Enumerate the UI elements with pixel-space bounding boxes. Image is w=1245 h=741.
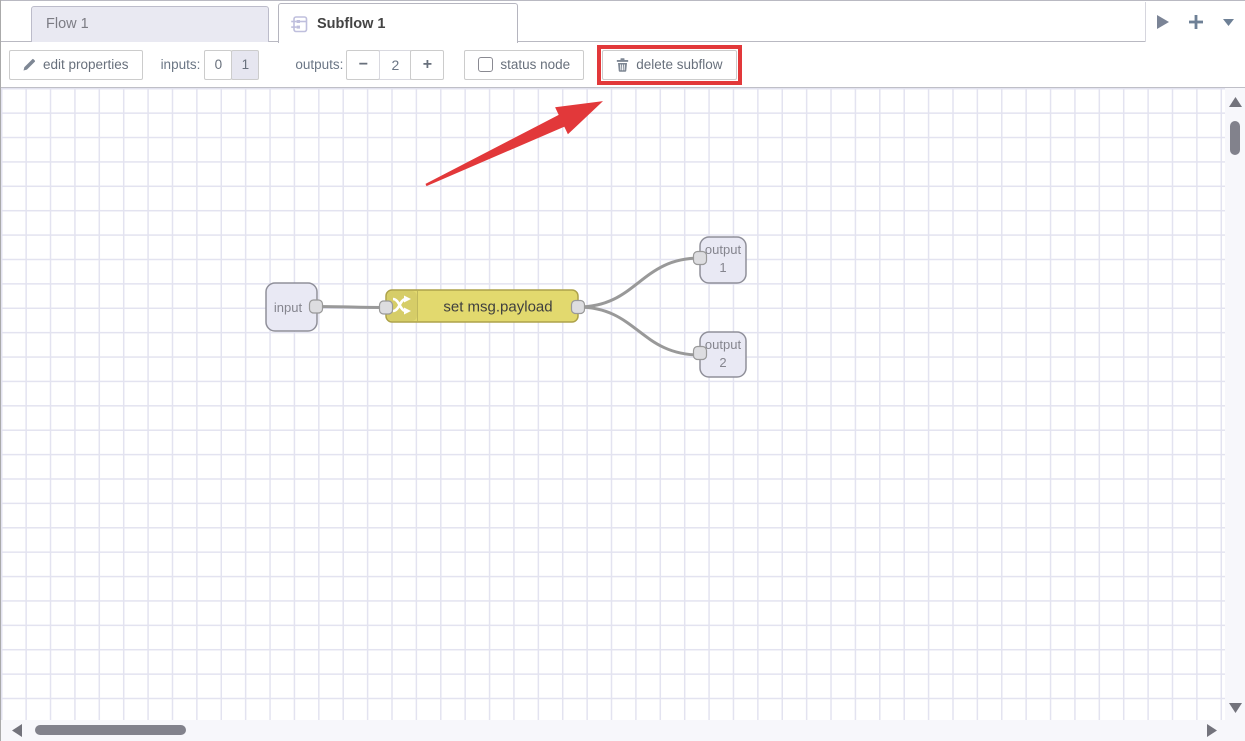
port-input-out[interactable] (308, 299, 324, 314)
status-node-label: status node (500, 57, 571, 72)
scroll-left-button[interactable] (12, 724, 22, 737)
triangle-down-icon (1229, 703, 1242, 713)
edit-properties-label: edit properties (43, 57, 129, 72)
tab-subflow-1[interactable]: Subflow 1 (278, 3, 518, 43)
status-node-toggle[interactable]: status node (464, 49, 585, 80)
node-output1-number: 1 (719, 260, 726, 275)
vertical-scrollbar (1225, 88, 1245, 720)
scrollbar-corner (1225, 720, 1245, 741)
wire-input-to-change[interactable] (314, 305, 388, 309)
horizontal-scrollbar (1, 720, 1225, 741)
port-output1-in[interactable] (692, 250, 708, 266)
trash-icon (616, 57, 629, 72)
node-input-label: input (274, 300, 303, 315)
scroll-right-button[interactable] (1207, 724, 1217, 737)
plus-icon (1189, 15, 1203, 29)
tab-flow-1[interactable]: Flow 1 (31, 6, 269, 43)
tab-flow-1-label: Flow 1 (46, 16, 89, 32)
node-change[interactable]: set msg.payload (378, 289, 586, 323)
annotation-arrow (425, 101, 603, 187)
shuffle-icon (392, 295, 411, 315)
inputs-option-1[interactable]: 1 (231, 49, 260, 80)
edit-properties-button[interactable]: edit properties (9, 49, 143, 80)
node-subflow-output-1[interactable]: output 1 (692, 236, 747, 284)
chevron-down-icon (1223, 18, 1234, 26)
port-output2-in[interactable] (692, 345, 708, 361)
delete-subflow-button[interactable]: delete subflow (602, 49, 737, 80)
horizontal-scroll-thumb[interactable] (35, 725, 186, 735)
tabbar-controls (1145, 2, 1245, 42)
outputs-value[interactable]: 2 (379, 49, 412, 80)
flow-canvas[interactable]: input set msg.payload (1, 88, 1245, 741)
outputs-increase-button[interactable]: + (410, 49, 445, 80)
triangle-right-icon (1207, 724, 1217, 737)
scroll-down-button[interactable] (1229, 703, 1242, 713)
workspace-tabbar: Flow 1 Subflow 1 (1, 0, 1245, 43)
status-node-checkbox[interactable] (478, 57, 494, 72)
triangle-left-icon (12, 724, 22, 737)
scroll-up-button[interactable] (1229, 97, 1242, 107)
triangle-right-icon (1157, 15, 1169, 29)
inputs-label: inputs: (160, 57, 201, 72)
inputs-toggle: 0 1 (204, 49, 260, 80)
port-change-out[interactable] (570, 299, 586, 315)
port-change-in[interactable] (378, 300, 394, 315)
node-change-label: set msg.payload (443, 299, 552, 316)
add-flow-button[interactable] (1188, 14, 1204, 30)
pencil-icon (23, 58, 36, 71)
subflow-icon (289, 14, 309, 34)
node-output2-number: 2 (719, 355, 726, 370)
node-output2-label: output (705, 337, 742, 352)
node-subflow-output-2[interactable]: output 2 (692, 331, 747, 378)
scroll-tabs-button[interactable] (1157, 15, 1169, 29)
vertical-scroll-thumb[interactable] (1230, 121, 1240, 155)
node-output1-label: output (705, 242, 742, 257)
delete-subflow-label: delete subflow (636, 57, 723, 72)
wire-change-to-output2[interactable] (576, 305, 702, 357)
tab-subflow-1-label: Subflow 1 (317, 15, 386, 32)
outputs-decrease-button[interactable]: − (346, 49, 381, 80)
outputs-spinner: − 2 + (346, 49, 445, 80)
inputs-option-0[interactable]: 0 (204, 49, 233, 80)
triangle-up-icon (1229, 97, 1242, 107)
wire-change-to-output1[interactable] (576, 256, 702, 309)
node-subflow-input[interactable]: input (265, 282, 324, 332)
annotation-highlight-box: delete subflow (597, 44, 742, 85)
outputs-label: outputs: (295, 57, 344, 72)
flow-graph: input set msg.payload (265, 101, 747, 378)
subflow-toolbar: edit properties inputs: 0 1 outputs: − 2… (1, 42, 1245, 88)
flow-list-button[interactable] (1223, 18, 1234, 26)
